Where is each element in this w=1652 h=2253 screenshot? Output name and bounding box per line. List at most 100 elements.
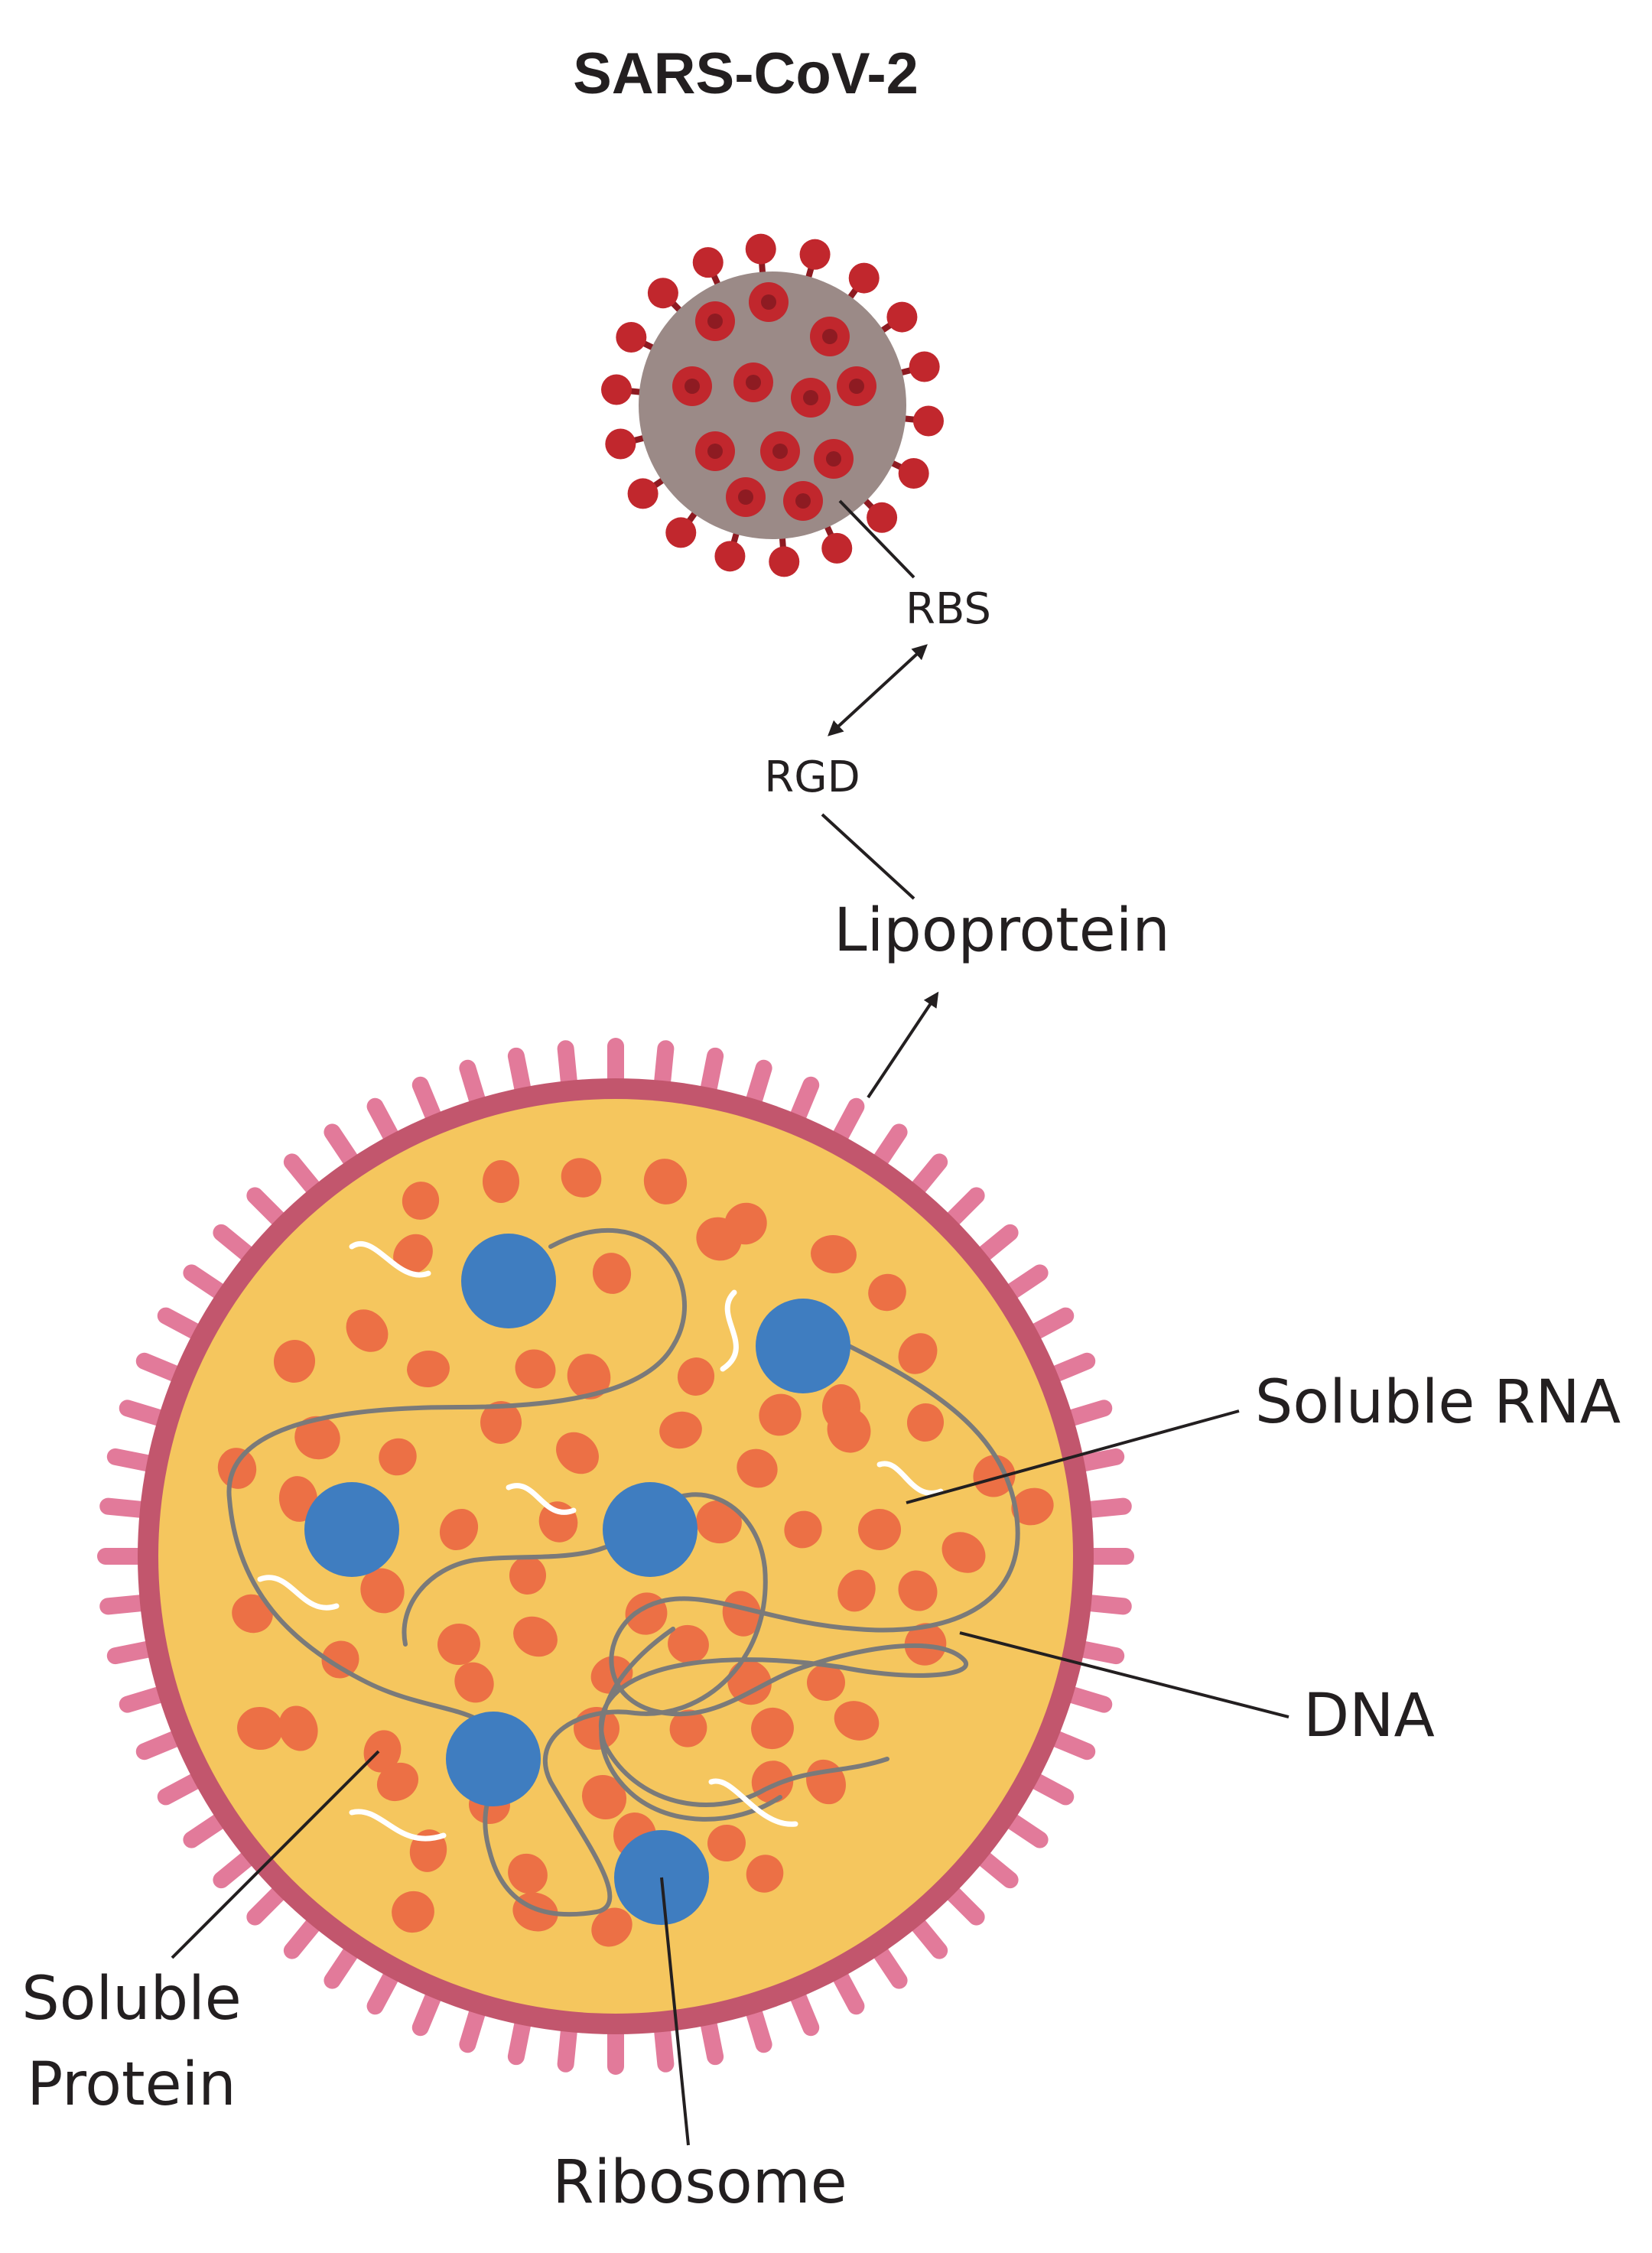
virus-surface-spike-core xyxy=(849,379,864,394)
soluble-protein xyxy=(898,1333,938,1374)
soluble-protein xyxy=(696,1217,742,1261)
virus-surface-spikes xyxy=(672,282,876,521)
soluble-protein xyxy=(402,1182,440,1220)
soluble-rna-fragments xyxy=(257,1241,944,1842)
virus-spike-proteins xyxy=(601,233,944,577)
soluble-protein xyxy=(591,1907,633,1947)
rna-fragment xyxy=(876,1461,944,1496)
secretion-arrow xyxy=(867,991,939,1099)
virus-spike-head xyxy=(821,532,853,564)
soluble-protein xyxy=(1011,1487,1054,1526)
soluble-protein xyxy=(346,1309,389,1352)
soluble-protein xyxy=(751,1707,794,1750)
rna-fragment xyxy=(506,1483,577,1515)
rbs-label: RBS xyxy=(906,584,991,634)
soluble-protein xyxy=(393,1234,433,1275)
membrane-lipid xyxy=(99,1594,152,1615)
dna-label: DNA xyxy=(1303,1682,1435,1751)
virus-spike-head xyxy=(714,541,746,572)
membrane-lipid xyxy=(106,1448,159,1473)
virus-surface-spike-core xyxy=(685,379,700,394)
membrane-lipid xyxy=(908,1914,948,1959)
soluble-protein xyxy=(827,1407,871,1453)
soluble-protein xyxy=(407,1350,450,1388)
soluble-protein-label-line1: Soluble xyxy=(21,1965,242,2034)
membrane-lipid xyxy=(183,1811,230,1848)
membrane-lipid xyxy=(1001,1264,1049,1302)
membrane-lipid xyxy=(324,1123,361,1171)
soluble-protein xyxy=(454,1662,494,1703)
soluble-protein xyxy=(941,1532,986,1573)
soluble-protein xyxy=(807,1663,845,1702)
membrane-lipid xyxy=(135,1729,187,1760)
soluble-protein xyxy=(722,1591,762,1637)
virus-spike-head xyxy=(605,428,636,460)
rna-fragment xyxy=(708,1778,798,1827)
soluble-protein xyxy=(515,1349,556,1389)
virus-spike-head xyxy=(886,301,918,333)
virus-spike-head xyxy=(665,517,697,548)
soluble-protein xyxy=(727,1660,772,1705)
soluble-protein xyxy=(483,1160,519,1203)
virus-spike-head xyxy=(745,233,776,265)
virus-spike-head xyxy=(692,247,724,278)
membrane-lipid xyxy=(653,2020,675,2073)
membrane-lipid xyxy=(157,1307,206,1341)
membrane-lipid xyxy=(157,1771,206,1806)
soluble-protein xyxy=(746,1855,784,1893)
rna-fragment xyxy=(257,1575,340,1611)
cell xyxy=(97,1038,1134,2075)
soluble-protein xyxy=(232,1594,273,1634)
membrane-lipid xyxy=(870,1123,908,1171)
membrane-lipid xyxy=(246,1883,289,1926)
membrane-lipid xyxy=(1072,1640,1125,1665)
rbs-leader-line xyxy=(838,499,915,579)
soluble-protein xyxy=(556,1432,599,1474)
membrane-lipid xyxy=(1025,1307,1075,1341)
soluble-protein xyxy=(363,1730,402,1773)
membrane-lipid xyxy=(459,1059,487,1111)
soluble-protein xyxy=(508,1853,548,1894)
soluble-protein xyxy=(858,1508,901,1551)
membrane-lipid xyxy=(908,1153,948,1198)
soluble-rna-label: Soluble RNA xyxy=(1255,1368,1621,1437)
soluble-protein xyxy=(707,1824,746,1862)
membrane-lipid xyxy=(246,1187,289,1230)
virus-spike-head xyxy=(912,405,944,437)
soluble-protein xyxy=(278,1705,318,1751)
soluble-protein xyxy=(273,1340,316,1383)
virus-surface-spike-core xyxy=(707,444,723,459)
soluble-protein xyxy=(696,1500,742,1544)
soluble-protein-leader-line xyxy=(171,1750,380,1959)
soluble-protein xyxy=(668,1624,709,1664)
membrane-lipid xyxy=(870,1942,908,1989)
dna-strand xyxy=(226,1227,1020,1917)
soluble-protein xyxy=(592,1253,632,1294)
dna-leader-line xyxy=(959,1631,1289,1718)
soluble-protein xyxy=(513,1616,558,1657)
virus-surface-spike-core xyxy=(826,451,841,467)
membrane-lipid xyxy=(653,1040,675,1093)
membrane-lipid xyxy=(744,1059,772,1111)
ribosome-leader-line xyxy=(660,1877,690,2146)
soluble-protein xyxy=(868,1273,906,1312)
virus-spike-head xyxy=(909,351,940,382)
membrane-lipid xyxy=(1045,1352,1096,1383)
soluble-protein xyxy=(439,1508,479,1551)
membrane-lipid xyxy=(974,1848,1019,1889)
ribosome xyxy=(603,1482,698,1577)
soluble-protein xyxy=(567,1354,611,1400)
soluble-protein xyxy=(480,1401,522,1444)
membrane-lipid xyxy=(411,1076,443,1127)
membrane-lipid xyxy=(411,1985,443,2037)
virus-surface-spike-core xyxy=(772,444,788,459)
virus-surface-spike-core xyxy=(746,375,761,390)
virus-surface-spike-core xyxy=(761,294,776,310)
lipoprotein-label: Lipoprotein xyxy=(834,896,1170,965)
ribosome xyxy=(461,1234,556,1328)
virus-spike-head xyxy=(647,278,678,309)
virus-spike-head xyxy=(799,239,831,270)
soluble-protein xyxy=(379,1438,417,1476)
soluble-protein xyxy=(837,1569,876,1612)
membrane-lipid xyxy=(557,2020,578,2073)
